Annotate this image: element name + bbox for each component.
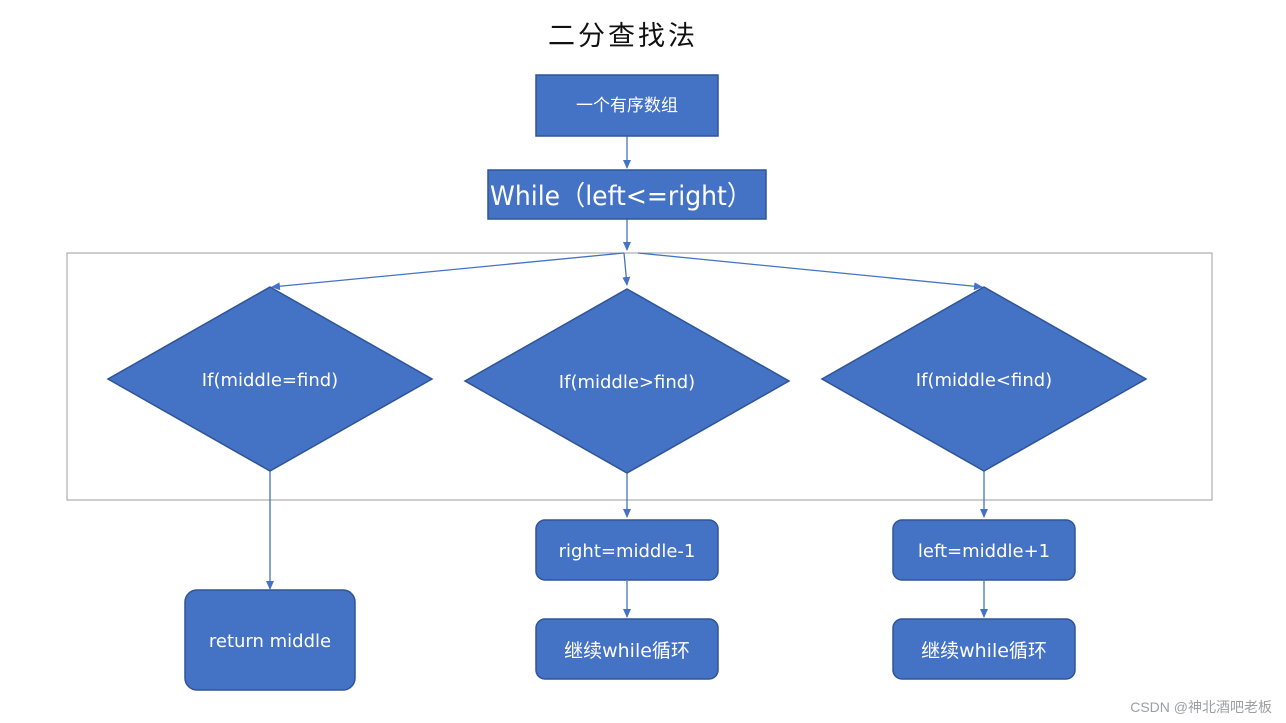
decision-equal-label: If(middle=find) xyxy=(202,370,338,391)
start-node-label: 一个有序数组 xyxy=(576,96,678,116)
continue-right-label: 继续while循环 xyxy=(921,640,1047,662)
return-node: return middle xyxy=(184,589,356,691)
arrow-to-equal xyxy=(271,252,625,291)
arrow-to-greater xyxy=(622,252,631,286)
set-right-label: right=middle-1 xyxy=(559,541,696,562)
watermark: CSDN @神北酒吧老板 xyxy=(1130,699,1272,715)
set-left-label: left=middle+1 xyxy=(918,541,1050,562)
loop-node: While（left<=right） xyxy=(487,169,767,220)
set-right-node: right=middle-1 xyxy=(535,519,719,581)
decision-less-label: If(middle<find) xyxy=(916,370,1052,391)
decision-greater: If(middle>find) xyxy=(463,288,791,474)
start-node: 一个有序数组 xyxy=(535,74,719,137)
return-node-label: return middle xyxy=(209,631,331,652)
decision-equal: If(middle=find) xyxy=(106,286,434,472)
arrow-to-less xyxy=(637,252,983,291)
continue-middle-label: 继续while循环 xyxy=(564,640,690,662)
continue-node-middle: 继续while循环 xyxy=(535,618,719,680)
loop-node-label: While（left<=right） xyxy=(490,181,752,212)
set-left-node: left=middle+1 xyxy=(892,519,1076,581)
continue-node-right: 继续while循环 xyxy=(892,618,1076,680)
decision-greater-label: If(middle>find) xyxy=(559,372,695,393)
diagram-title: 二分查找法 xyxy=(548,21,698,52)
decision-less: If(middle<find) xyxy=(820,286,1148,472)
